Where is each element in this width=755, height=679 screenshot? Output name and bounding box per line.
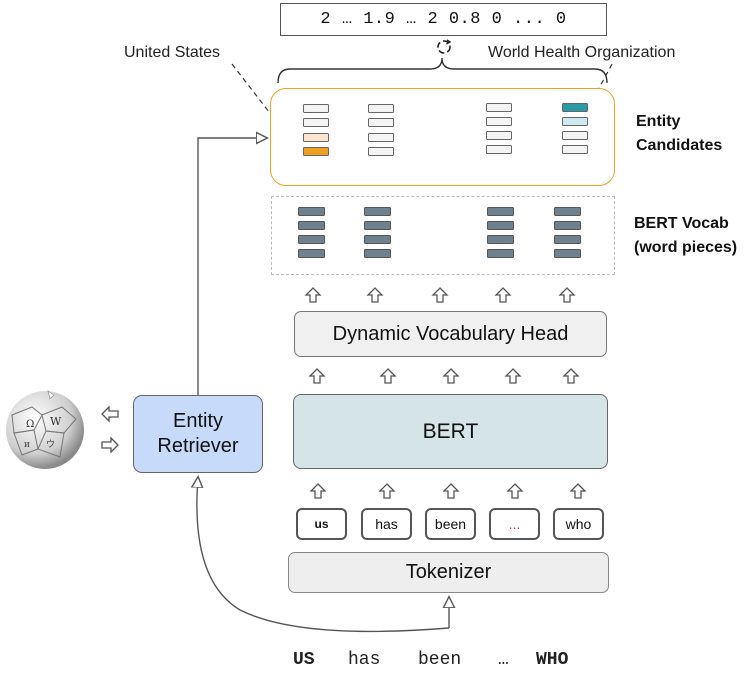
input-word-ellipsis: …	[498, 650, 509, 670]
up-arrow-icon	[442, 368, 460, 384]
up-arrow-icon	[569, 483, 587, 499]
vocab-cell	[364, 207, 391, 216]
candidate-cell	[303, 133, 329, 142]
entity-candidates-label: Entity Candidates	[636, 110, 722, 158]
vocab-cell	[487, 221, 514, 230]
score-vector: 2 … 1.9 … 2 0.8 0 ... 0	[280, 3, 607, 36]
entity-retriever: Entity Retriever	[133, 395, 263, 473]
vocab-cell	[298, 235, 325, 244]
wikipedia-globe-icon: Ω W и ウ	[6, 390, 84, 469]
candidate-cell	[368, 133, 394, 142]
candidate-cell-who	[562, 103, 588, 112]
vocab-cell	[487, 235, 514, 244]
refresh-icon	[437, 39, 452, 54]
token-been: been	[425, 508, 476, 540]
vocab-cell	[364, 235, 391, 244]
candidate-cell	[562, 117, 588, 126]
svg-text:и: и	[24, 440, 30, 450]
right-arrow-icon	[101, 436, 119, 454]
svg-text:Ω: Ω	[26, 419, 34, 430]
up-arrow-icon	[379, 368, 397, 384]
candidate-cell	[486, 131, 512, 140]
candidate-cell	[486, 145, 512, 154]
entity-retriever-line2: Retriever	[157, 435, 239, 457]
up-arrow-icon	[309, 483, 327, 499]
vocab-cell	[554, 207, 581, 216]
vocab-cell	[298, 207, 325, 216]
vocab-cell	[298, 221, 325, 230]
input-word-been: been	[418, 650, 462, 670]
vocab-cell	[554, 221, 581, 230]
candidate-cell	[368, 118, 394, 127]
svg-text:ウ: ウ	[46, 439, 55, 450]
tokenizer: Tokenizer	[288, 552, 609, 593]
entity-candidates-box	[270, 88, 615, 186]
candidate-cell	[368, 147, 394, 156]
token-ellipsis: ...	[489, 508, 540, 540]
up-arrow-icon	[558, 287, 576, 303]
bert-encoder: BERT	[293, 394, 608, 469]
dynamic-vocabulary-head: Dynamic Vocabulary Head	[294, 311, 607, 357]
vocab-cell	[298, 249, 325, 258]
up-arrow-icon	[308, 368, 326, 384]
candidate-cell	[486, 103, 512, 112]
candidate-brace	[277, 57, 608, 84]
who-annotation: World Health Organization	[488, 44, 676, 61]
input-word-has: has	[348, 650, 381, 670]
token-us: us	[296, 508, 347, 540]
vocab-cell	[554, 249, 581, 258]
candidate-cell	[562, 131, 588, 140]
up-arrow-icon	[506, 483, 524, 499]
token-has: has	[361, 508, 412, 540]
candidate-cell	[303, 104, 329, 113]
svg-text:W: W	[50, 415, 62, 428]
candidate-cell	[562, 145, 588, 154]
candidate-cell	[368, 104, 394, 113]
left-arrow-icon	[101, 405, 119, 423]
vocab-cell	[364, 221, 391, 230]
entity-candidates-label-line2: Candidates	[636, 137, 723, 154]
up-arrow-icon	[431, 287, 449, 303]
up-arrow-icon	[442, 483, 460, 499]
bert-vocab-label-line2: (word pieces)	[634, 239, 738, 256]
entity-candidates-label-line1: Entity	[636, 113, 681, 130]
vocab-cell	[364, 249, 391, 258]
candidate-cell	[486, 117, 512, 126]
bert-vocab-label: BERT Vocab (word pieces)	[634, 212, 737, 260]
united-states-annotation: United States	[124, 44, 221, 61]
candidate-cell	[303, 118, 329, 127]
up-arrow-icon	[504, 368, 522, 384]
vocab-cell	[487, 249, 514, 258]
token-who: who	[553, 508, 604, 540]
up-arrow-icon	[366, 287, 384, 303]
bert-vocab-label-line1: BERT Vocab	[634, 215, 729, 232]
up-arrow-icon	[494, 287, 512, 303]
vocab-cell	[554, 235, 581, 244]
up-arrow-icon	[378, 483, 396, 499]
up-arrow-icon	[562, 368, 580, 384]
input-word-who: WHO	[536, 650, 569, 670]
bert-vocab-box	[271, 196, 615, 275]
candidate-cell-united-states	[303, 147, 329, 156]
vocab-cell	[487, 207, 514, 216]
up-arrow-icon	[304, 287, 322, 303]
entity-retriever-line1: Entity	[172, 410, 224, 432]
input-word-us: US	[293, 650, 315, 670]
